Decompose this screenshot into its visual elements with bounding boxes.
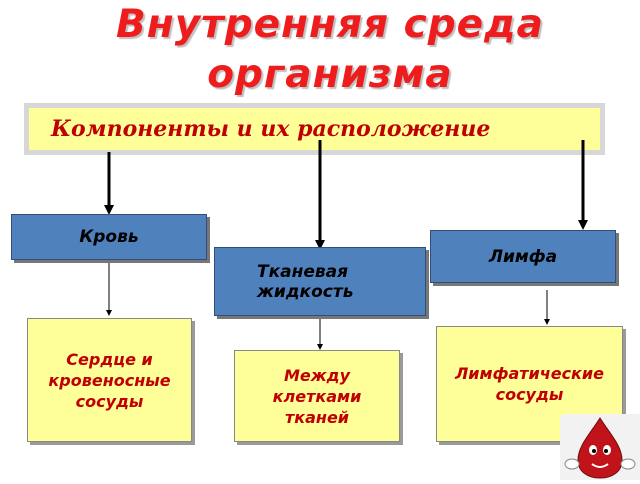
location-blood-box: Сердце и кровеносные сосуды <box>27 318 192 442</box>
component-tissue-fluid-label: Тканевая жидкость <box>257 261 354 302</box>
components-banner: Компоненты и их расположение <box>24 103 605 155</box>
title-line-2: организма <box>207 52 453 97</box>
component-lymph-label: Лимфа <box>488 246 558 267</box>
location-tissue-fluid-label: Между клетками тканей <box>272 365 362 427</box>
blood-drop-mascot-icon <box>560 414 640 480</box>
title-line-1: Внутренняя среда <box>116 2 544 47</box>
location-blood-label: Сердце и кровеносные сосуды <box>48 349 171 411</box>
location-tissue-fluid-box: Между клетками тканей <box>234 350 400 442</box>
component-tissue-fluid-box: Тканевая жидкость <box>214 247 426 316</box>
page-title: Внутренняя среда организма <box>60 0 600 100</box>
component-blood-label: Кровь <box>79 227 139 247</box>
component-blood-box: Кровь <box>11 214 207 260</box>
component-lymph-box: Лимфа <box>430 230 616 283</box>
location-lymph-label: Лимфатические сосуды <box>455 364 604 404</box>
banner-text: Компоненты и их расположение <box>29 108 600 150</box>
